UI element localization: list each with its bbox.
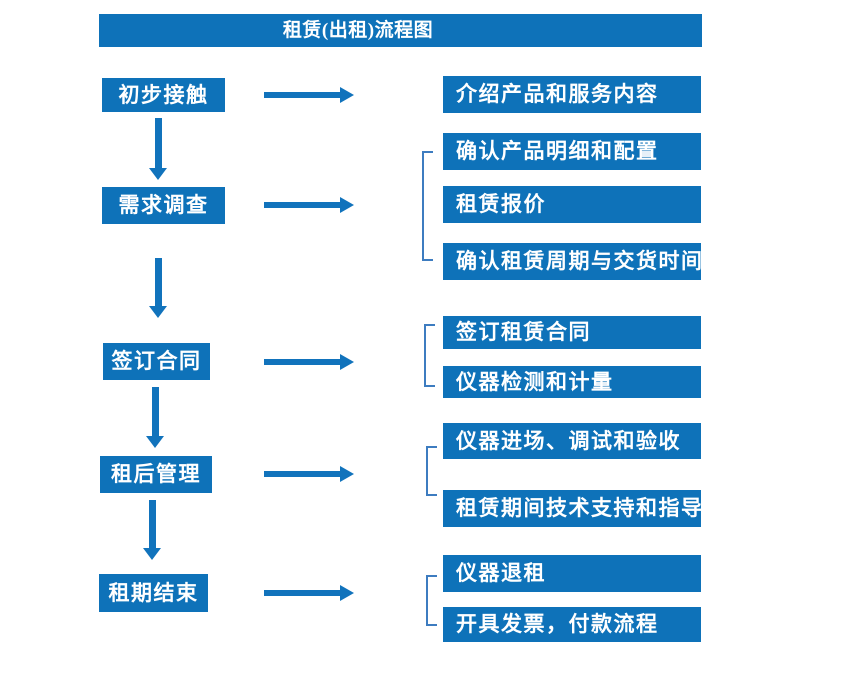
detail-box-technical-support-guidance: 租赁期间技术支持和指导 <box>443 490 702 527</box>
arrow-right-2-icon <box>264 197 354 213</box>
stage-box-lease-end: 租期结束 <box>99 574 208 612</box>
detail-box-sign-rental-contract: 签订租赁合同 <box>443 316 701 349</box>
detail-box-invoice-payment-process: 开具发票，付款流程 <box>443 607 701 642</box>
arrow-right-3-icon <box>264 354 354 370</box>
arrow-right-4-icon <box>264 466 354 482</box>
bracket-group-5-icon <box>426 575 437 626</box>
stage-box-initial-contact: 初步接触 <box>102 78 225 112</box>
arrow-down-1-icon <box>149 118 167 180</box>
stage-box-post-rental-management: 租后管理 <box>100 456 212 493</box>
detail-box-confirm-rental-period-delivery: 确认租赁周期与交货时间 <box>443 243 702 280</box>
bracket-group-4-icon <box>426 446 437 496</box>
arrow-down-3-icon <box>146 387 164 448</box>
arrow-down-4-icon <box>143 500 161 560</box>
page-title: 租赁(出租)流程图 <box>99 14 702 47</box>
stage-box-demand-survey: 需求调查 <box>102 187 225 224</box>
detail-box-instrument-return: 仪器退租 <box>443 555 701 592</box>
arrow-right-1-icon <box>264 87 354 103</box>
bracket-group-3-icon <box>424 324 435 387</box>
detail-box-confirm-product-details: 确认产品明细和配置 <box>443 133 701 170</box>
arrow-down-2-icon <box>149 258 167 318</box>
arrow-right-5-icon <box>264 585 354 601</box>
detail-box-introduce-products-services: 介绍产品和服务内容 <box>443 76 701 113</box>
bracket-group-2-icon <box>422 151 433 261</box>
detail-box-instrument-inspection-metering: 仪器检测和计量 <box>443 366 701 398</box>
detail-box-rental-quote: 租赁报价 <box>443 186 701 223</box>
detail-box-instrument-setup-acceptance: 仪器进场、调试和验收 <box>443 423 701 459</box>
stage-box-sign-contract: 签订合同 <box>103 343 210 380</box>
